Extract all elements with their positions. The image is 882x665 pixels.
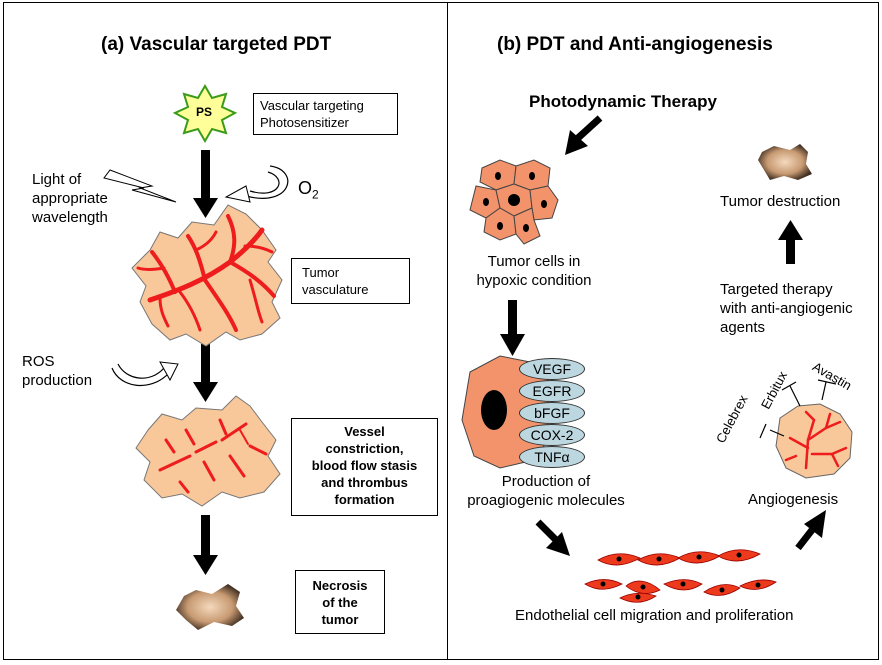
box-photosensitizer: Vascular targeting Photosensitizer [253,93,398,135]
box-necrosis: Necrosis of the tumor [295,570,385,634]
box-tumor-vasculature: Tumor vasculature [291,258,410,304]
box-constriction-line: formation [334,492,395,507]
molecule-vegf: VEGF [519,358,585,380]
box-necrosis-line: Necrosis [312,578,368,593]
box-vasculature-line: Tumor [302,265,340,280]
tumor-cells-label-line: Tumor cells in [487,253,581,270]
box-vessel-constriction: Vessel constriction, blood flow stasis a… [291,418,438,516]
arrow-down-b1 [500,300,525,356]
endothelial-label: Endothelial cell migration and prolifera… [515,607,794,624]
angiogenesis-label: Angiogenesis [748,491,839,508]
arrow-to-destruction [778,220,803,264]
targeted-therapy-label: Targeted therapy with anti-angiogenic ag… [720,280,853,337]
box-vasculature-line: vasculature [302,282,369,297]
inhibitor-bars [759,379,837,439]
light-label-line: wavelength [32,209,108,226]
production-label: Production of proagiogenic molecules [456,472,636,510]
arrow-to-endothelial [535,519,570,556]
box-necrosis-line: of the [322,595,358,610]
molecule-bfgf: bFGF [519,402,585,424]
oxygen-subscript: 2 [312,187,319,202]
lightning-bolt-icon [103,169,177,203]
production-label-line: proagiogenic molecules [467,492,625,509]
ps-label: PS [196,105,213,119]
light-label: Light of appropriate wavelength [32,170,108,227]
molecule-cox2: COX-2 [519,424,585,446]
destroyed-tumor-illustration [758,144,812,180]
tumor-cells-label: Tumor cells in hypoxic condition [464,252,604,290]
tumor-cells-label-line: hypoxic condition [476,272,592,289]
ros-label-line: production [22,372,93,389]
angiogenesis-tumor-illustration [775,403,853,479]
oxygen-label: O2 [298,178,319,202]
light-label-line: Light of [32,171,82,188]
panel-a-title: (a) Vascular targeted PDT [101,34,332,55]
arrow-to-angiogenesis [795,510,826,551]
light-label-line: appropriate [32,190,108,207]
molecule-egfr: EGFR [519,380,585,402]
oxygen-symbol: O [298,178,313,198]
ros-label-line: ROS [22,353,55,370]
box-ps-line: Photosensitizer [260,115,349,130]
pdt-arrow [565,115,603,155]
tumor-vasculature-illustration [131,204,283,347]
endothelial-cells-illustration [584,549,777,603]
constricted-tumor-illustration [135,395,281,507]
arrow-down-2 [193,344,218,402]
targeted-label-line: agents [720,319,766,336]
targeted-label-line: with anti-angiogenic [720,300,853,317]
box-ps-line: Vascular targeting [260,98,364,113]
box-constriction-line: Vessel [344,424,385,439]
ros-label: ROS production [22,352,92,390]
arrow-down-1 [193,150,218,218]
necrotic-tumor-illustration [176,584,244,630]
tumor-cells-cluster [469,159,559,245]
tumor-destruction-label: Tumor destruction [720,193,841,210]
molecule-tnfa: TNFα [519,446,585,468]
box-constriction-line: blood flow stasis [311,458,418,473]
box-constriction-line: and thrombus [321,475,408,490]
panel-b-title: (b) PDT and Anti-angiogenesis [497,34,773,55]
photosensitizer-star-icon [172,84,238,143]
ros-curved-arrow-icon [111,361,179,387]
box-necrosis-line: tumor [321,612,359,627]
targeted-label-line: Targeted therapy [720,281,833,298]
arrow-down-3 [193,515,218,575]
box-constriction-line: constriction, [325,441,404,456]
production-label-line: Production of [501,473,591,490]
pdt-label: Photodynamic Therapy [529,92,717,111]
oxygen-curved-arrow-icon [224,165,289,203]
panel-pdt-anti-angiogenesis [447,2,879,660]
